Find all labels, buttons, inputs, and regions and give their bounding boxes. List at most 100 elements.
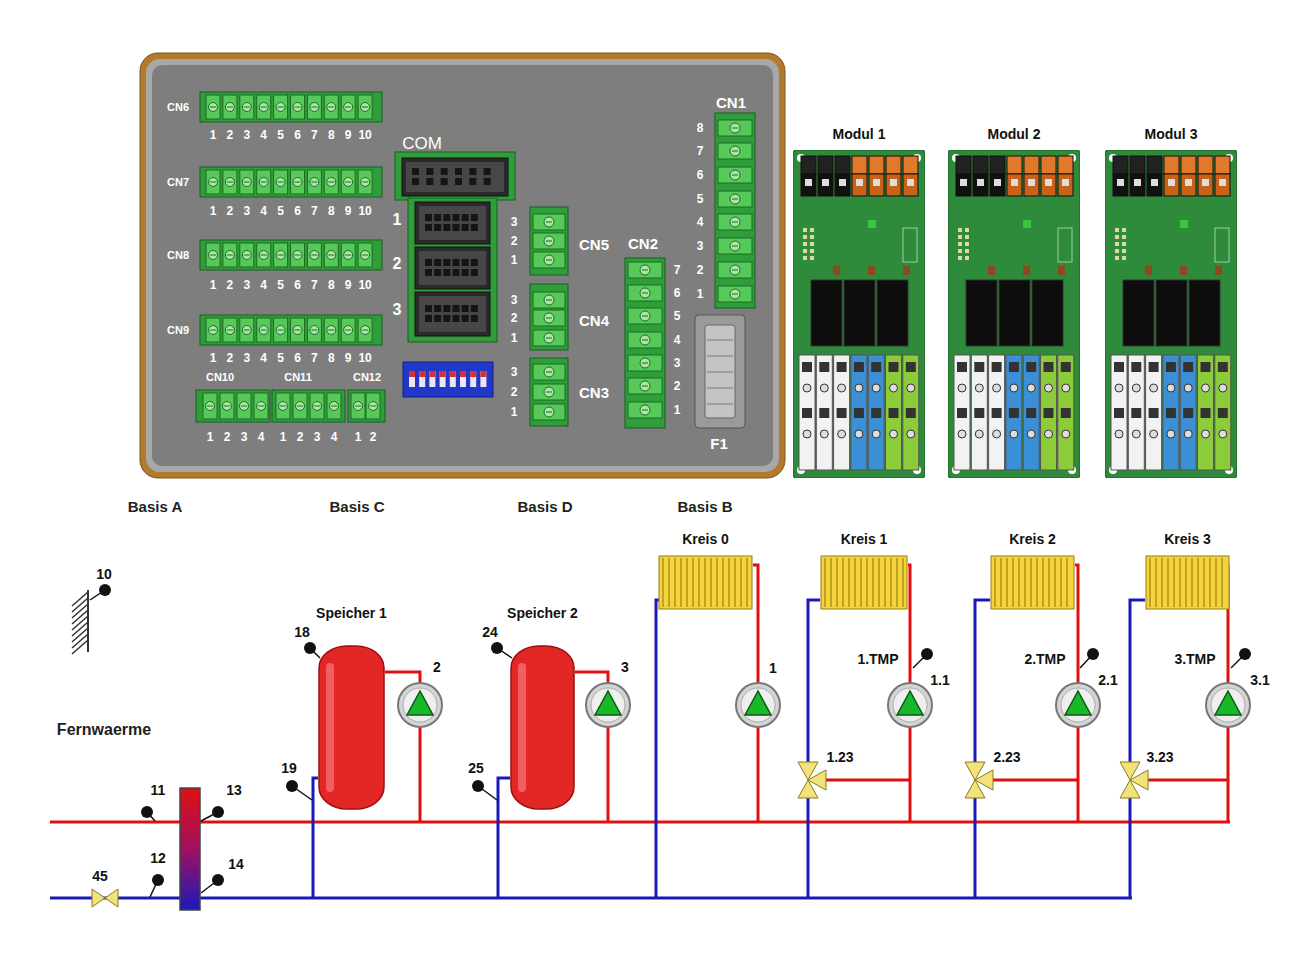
component xyxy=(903,266,910,275)
pump-arrow xyxy=(407,691,433,715)
terminal-window xyxy=(1218,408,1228,418)
terminal-window xyxy=(1166,408,1176,418)
terminal-window xyxy=(802,408,812,418)
connector-name: CN10 xyxy=(206,372,234,383)
pin-number: 4 xyxy=(697,216,704,228)
terminal-screw xyxy=(344,178,353,187)
connector-name: CN12 xyxy=(353,372,381,383)
terminal-lever xyxy=(977,179,984,186)
pcb xyxy=(948,150,1080,478)
radiator-circuit: Kreis 2 xyxy=(990,555,1075,610)
connector-pin xyxy=(443,305,450,312)
terminal xyxy=(533,330,565,346)
wall-hatch xyxy=(72,616,88,630)
terminal-screw xyxy=(310,178,319,187)
wall-hatch xyxy=(72,592,88,606)
connector-pin xyxy=(425,269,432,276)
terminal-screw xyxy=(225,178,234,187)
terminal xyxy=(869,156,884,174)
screw-slot xyxy=(314,406,320,407)
terminal-window xyxy=(1131,408,1141,418)
screw-slot xyxy=(546,241,552,242)
dip-knob xyxy=(480,371,486,377)
wall-hatch xyxy=(72,604,88,618)
screw-slot xyxy=(355,406,361,407)
terminal-screw xyxy=(209,178,218,187)
terminal-screw xyxy=(993,430,1001,438)
pad xyxy=(958,242,962,246)
terminal-screw xyxy=(1150,430,1158,438)
pin-number: 3 xyxy=(243,129,250,141)
pad xyxy=(810,242,814,246)
connector-pin xyxy=(425,259,432,266)
terminal-screw xyxy=(544,313,554,323)
callout-number: 19 xyxy=(280,761,298,775)
pin-number: 2 xyxy=(297,431,304,443)
terminal-screw xyxy=(993,384,1001,392)
pin-number: 1 xyxy=(210,129,217,141)
terminal-screw xyxy=(327,103,336,112)
valve xyxy=(105,889,118,907)
connector-pin xyxy=(471,269,478,276)
relay xyxy=(966,280,997,346)
radiator-fin xyxy=(830,558,832,607)
terminal xyxy=(799,355,815,470)
terminal xyxy=(220,393,234,419)
node-heading: Speicher 1 xyxy=(316,606,387,620)
node-shape xyxy=(948,150,1080,478)
terminal xyxy=(257,170,271,194)
pin-number: 1 xyxy=(207,431,214,443)
terminal-lever xyxy=(1011,179,1018,186)
terminal xyxy=(718,167,752,183)
pin-number: 2 xyxy=(224,431,231,443)
terminal xyxy=(718,143,752,159)
terminal-screw xyxy=(838,384,846,392)
terminal xyxy=(886,355,902,470)
radiator-fin xyxy=(878,558,880,607)
node-heading: Modul 2 xyxy=(988,127,1041,141)
pad xyxy=(1122,228,1126,232)
connector-pin xyxy=(471,259,478,266)
housing-rim xyxy=(146,59,779,472)
terminal-block xyxy=(530,207,568,275)
terminal xyxy=(257,243,271,267)
sensor-dot xyxy=(286,780,298,792)
screw-slot xyxy=(278,330,284,331)
terminal xyxy=(718,286,752,302)
radiator-fin xyxy=(1012,558,1014,607)
pipe xyxy=(50,821,1230,824)
node-heading: Modul 1 xyxy=(833,127,886,141)
pcb xyxy=(793,150,925,478)
dip-switch xyxy=(403,362,493,397)
terminal xyxy=(366,393,380,419)
pin-number: 4 xyxy=(260,279,267,291)
pad xyxy=(1122,249,1126,253)
screw-slot xyxy=(261,255,267,256)
terminal-screw xyxy=(640,288,650,298)
terminal xyxy=(818,156,833,174)
terminal-screw xyxy=(730,217,740,227)
dip-lever xyxy=(429,371,435,387)
mixing-valve xyxy=(808,770,826,790)
connector-pin xyxy=(455,168,462,175)
terminal-window xyxy=(1201,362,1211,372)
callout-number: 1.23 xyxy=(825,750,854,764)
terminal-window xyxy=(1114,362,1124,372)
terminal-lever xyxy=(1117,179,1124,186)
screw-slot xyxy=(207,406,213,407)
pipe xyxy=(1148,779,1228,782)
screw-slot xyxy=(546,412,552,413)
relay-module: Modul 2 xyxy=(948,150,1080,478)
pipe xyxy=(419,727,422,822)
terminal-lever xyxy=(805,179,812,186)
ribbon-connector xyxy=(402,158,508,196)
valve xyxy=(92,889,105,907)
terminal xyxy=(903,156,918,174)
fuse xyxy=(705,325,735,418)
terminal xyxy=(291,95,305,119)
pump-inner xyxy=(741,688,775,722)
pin-number: 1 xyxy=(210,279,217,291)
connector-name: CN2 xyxy=(628,236,658,251)
fuse-rib xyxy=(707,356,733,357)
terminal-screw xyxy=(293,103,302,112)
